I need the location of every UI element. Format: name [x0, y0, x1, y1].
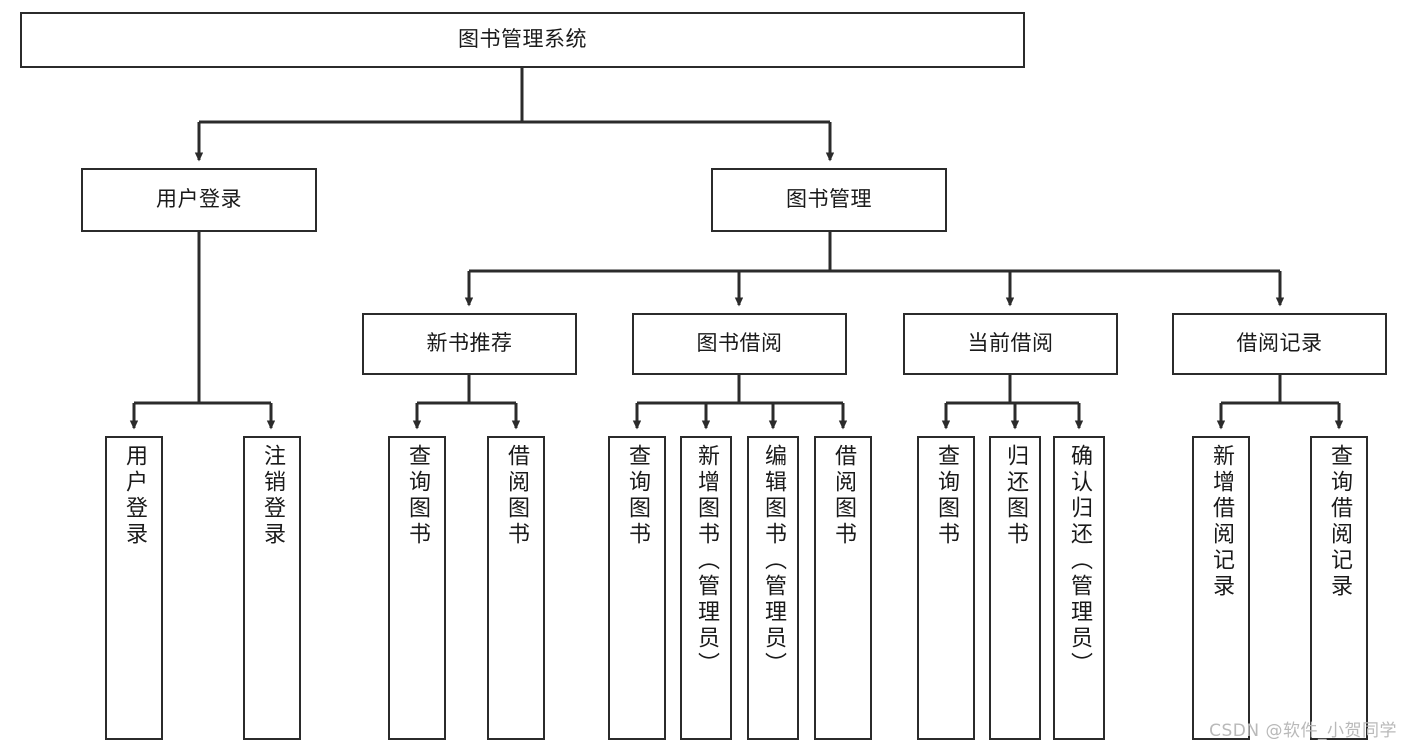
node-new-book-recommend[interactable]: 新书推荐 [362, 313, 577, 375]
node-label: 编辑图书（管理员） [761, 444, 786, 678]
leaf-query-book-current[interactable]: 查询图书 [917, 436, 975, 740]
leaf-query-borrow-record[interactable]: 查询借阅记录 [1310, 436, 1368, 740]
node-label: 确认归还（管理员） [1067, 444, 1092, 678]
leaf-add-borrow-record[interactable]: 新增借阅记录 [1192, 436, 1250, 740]
node-label: 查询图书 [625, 444, 650, 548]
leaf-edit-book-admin[interactable]: 编辑图书（管理员） [747, 436, 799, 740]
node-root-system[interactable]: 图书管理系统 [20, 12, 1025, 68]
node-label: 归还图书 [1003, 444, 1028, 548]
leaf-query-book-recommend[interactable]: 查询图书 [388, 436, 446, 740]
node-label: 借阅图书 [504, 444, 529, 548]
node-label: 新书推荐 [426, 331, 513, 356]
node-label: 用户登录 [122, 444, 147, 548]
leaf-query-book[interactable]: 查询图书 [608, 436, 666, 740]
node-label: 用户登录 [156, 187, 242, 212]
node-label: 图书管理系统 [458, 27, 587, 52]
node-label: 查询借阅记录 [1327, 444, 1352, 600]
leaf-user-login[interactable]: 用户登录 [105, 436, 163, 740]
node-label: 借阅图书 [831, 444, 856, 548]
node-label: 当前借阅 [967, 331, 1054, 356]
node-current-borrow[interactable]: 当前借阅 [903, 313, 1118, 375]
node-label: 新增图书（管理员） [694, 444, 719, 678]
node-book-borrow[interactable]: 图书借阅 [632, 313, 847, 375]
node-label: 图书借阅 [696, 331, 783, 356]
node-label: 借阅记录 [1236, 331, 1323, 356]
leaf-return-book[interactable]: 归还图书 [989, 436, 1041, 740]
leaf-borrow-book[interactable]: 借阅图书 [814, 436, 872, 740]
node-user-login[interactable]: 用户登录 [81, 168, 317, 232]
node-borrow-record[interactable]: 借阅记录 [1172, 313, 1387, 375]
node-book-manage[interactable]: 图书管理 [711, 168, 947, 232]
node-label: 图书管理 [786, 187, 872, 212]
leaf-confirm-return-admin[interactable]: 确认归还（管理员） [1053, 436, 1105, 740]
node-label: 新增借阅记录 [1209, 444, 1234, 600]
node-label: 查询图书 [405, 444, 430, 548]
leaf-borrow-book-recommend[interactable]: 借阅图书 [487, 436, 545, 740]
node-label: 查询图书 [934, 444, 959, 548]
leaf-user-logout[interactable]: 注销登录 [243, 436, 301, 740]
leaf-add-book-admin[interactable]: 新增图书（管理员） [680, 436, 732, 740]
node-label: 注销登录 [260, 444, 285, 548]
